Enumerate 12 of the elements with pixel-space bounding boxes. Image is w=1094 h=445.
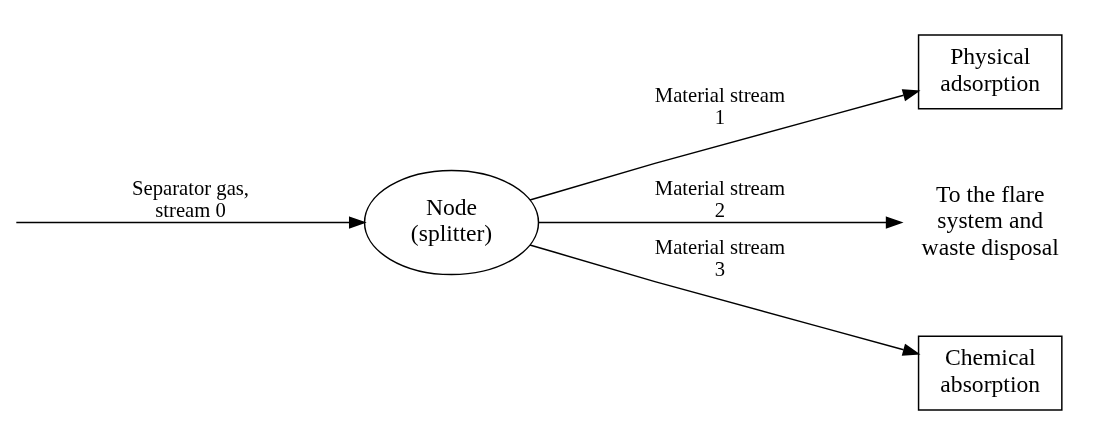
arrow [537, 216, 904, 229]
edge-label: Material stream 1 [654, 83, 785, 128]
edge-label: Material stream 2 [654, 176, 785, 221]
node-box: Chemical absorption [917, 335, 1063, 411]
edge-label: Separator gas, stream 0 [132, 176, 250, 221]
node-box: Physical adsorption [917, 34, 1063, 110]
node-ellipse: Node (splitter) [363, 169, 540, 276]
arrow [15, 216, 367, 229]
edge-label: Material stream 3 [654, 235, 785, 280]
arrow [529, 89, 921, 201]
arrow [529, 244, 921, 356]
node-text: To the flare system and waste disposal [921, 180, 1059, 260]
